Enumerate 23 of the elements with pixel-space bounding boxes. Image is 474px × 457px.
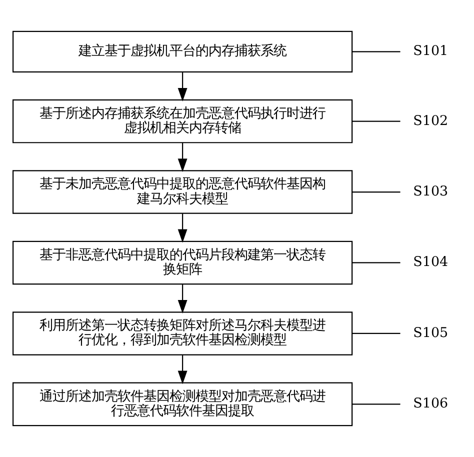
- node-box: 基于非恶意代码中提取的代码片段构建第一状态转换矩阵: [12, 240, 353, 285]
- node-box: 利用所述第一状态转换矩阵对所述马尔科夫模型进行优化，得到加壳软件基因检测模型: [12, 312, 353, 356]
- connector: [352, 332, 400, 334]
- node-text: S106: [413, 396, 448, 412]
- node-text: S105: [413, 324, 448, 341]
- arrow: [178, 355, 188, 384]
- arrow: [178, 72, 188, 102]
- connector: [352, 404, 400, 405]
- connector: [352, 191, 400, 193]
- node-text: S104: [413, 254, 448, 270]
- node-box: 基于未加壳恶意代码中提取的恶意代码软件基因构建马尔科夫模型: [12, 170, 353, 214]
- node-box: 通过所述加壳软件基因检测模型对加壳恶意代码进行恶意代码软件基因提取: [12, 382, 353, 426]
- connector: [352, 51, 400, 52]
- arrow: [178, 284, 188, 314]
- node-box: 基于所述内存捕获系统在加壳恶意代码执行时进行虚拟机相关内存转储: [12, 99, 353, 144]
- connector: [352, 120, 400, 122]
- node-text: S101: [413, 43, 448, 60]
- node-text: S103: [413, 183, 448, 200]
- node-text: S102: [413, 112, 448, 129]
- arrow: [178, 214, 188, 243]
- connector: [352, 262, 400, 264]
- arrow: [178, 142, 188, 172]
- node-box: 建立基于虚拟机平台的内存捕获系统: [12, 30, 353, 72]
